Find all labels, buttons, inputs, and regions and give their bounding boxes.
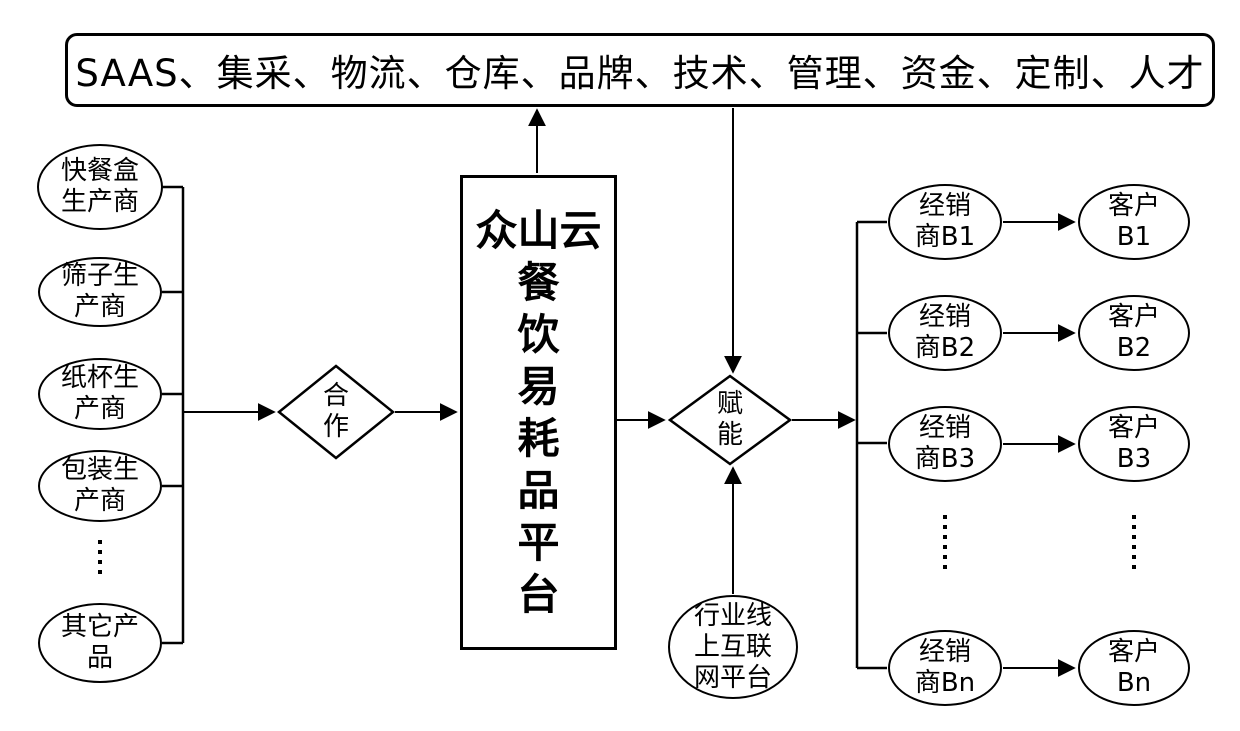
vertical-ellipsis-icon-dealers xyxy=(943,515,947,575)
supplier-ellipse-other-products: 其它产品 xyxy=(38,603,162,683)
platform-box: 众山云餐饮易耗品平台 xyxy=(460,175,617,650)
services-bar-label: SAAS、集采、物流、仓库、品牌、技术、管理、资金、定制、人才 xyxy=(75,52,1205,95)
empower-diamond-shape xyxy=(668,374,792,466)
vertical-ellipsis-icon-customers xyxy=(1132,515,1136,575)
dealer-ellipse-b1: 经销商B1 xyxy=(888,184,1002,260)
cooperation-diamond-label: 合作 xyxy=(322,381,349,442)
dealer-ellipse-b3: 经销商B3 xyxy=(888,406,1002,482)
industry-platform-ellipse: 行业线上互联网平台 xyxy=(668,595,798,699)
left-bracket-line xyxy=(162,185,185,645)
empower-diamond: 赋能 xyxy=(668,374,792,466)
supplier-ellipse-fast-food-box: 快餐盒生产商 xyxy=(37,144,163,230)
dealer-ellipse-b2: 经销商B2 xyxy=(888,295,1002,371)
services-bar: SAAS、集采、物流、仓库、品牌、技术、管理、资金、定制、人才 xyxy=(65,33,1215,107)
empower-diamond-label: 赋能 xyxy=(716,389,743,450)
supplier-ellipse-packaging: 包装生产商 xyxy=(38,450,162,522)
cooperation-diamond-shape xyxy=(277,364,395,460)
right-bracket-line xyxy=(855,220,887,670)
dealer-ellipse-bn: 经销商Bn xyxy=(888,630,1002,706)
supplier-ellipse-paper-cup: 纸杯生产商 xyxy=(38,358,162,430)
vertical-ellipsis-icon-suppliers xyxy=(98,540,102,578)
supplier-ellipse-sieve: 筛子生产商 xyxy=(38,257,162,327)
cooperation-diamond: 合作 xyxy=(277,364,395,460)
